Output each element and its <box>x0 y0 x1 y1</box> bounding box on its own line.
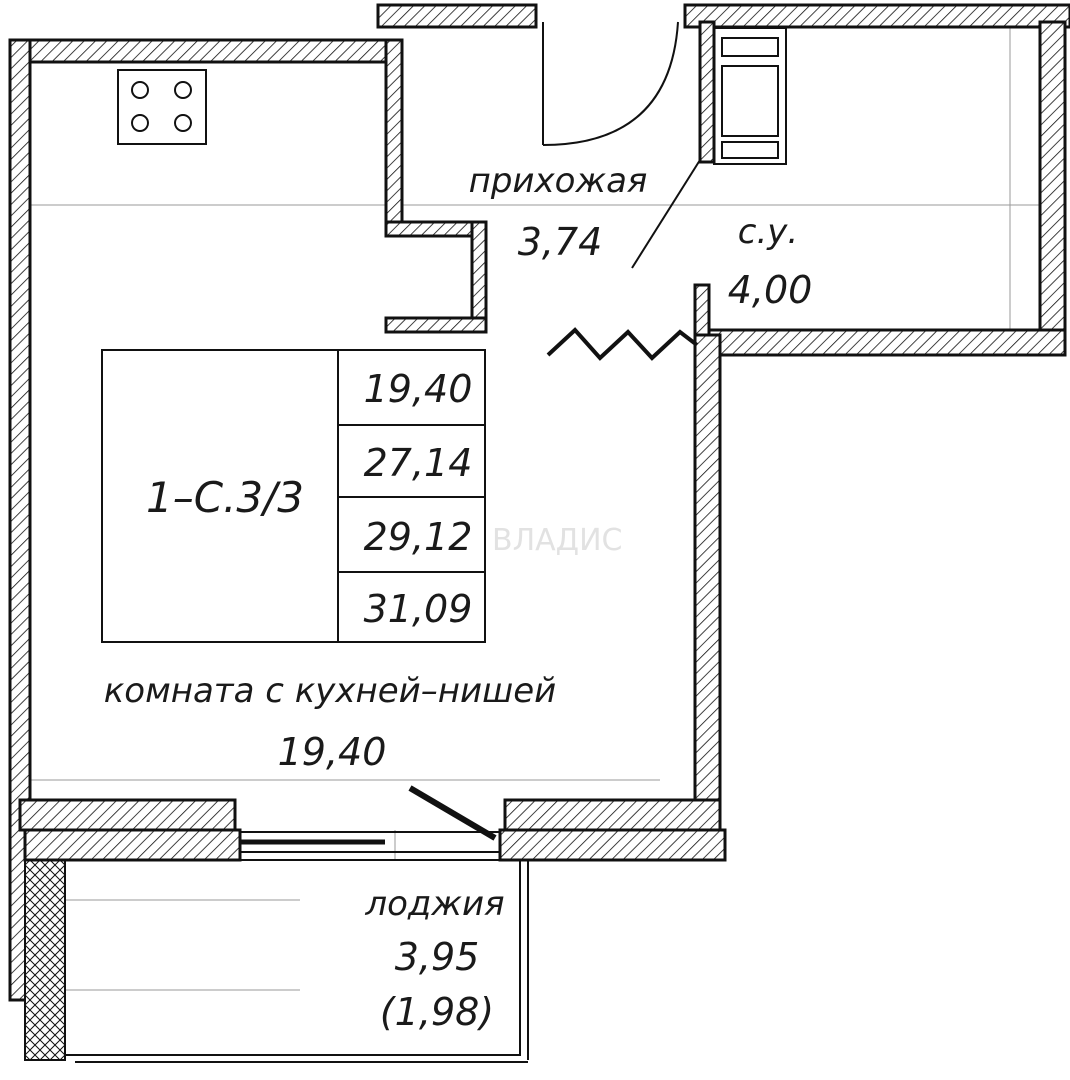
loggia-area: 3,95 <box>395 935 480 979</box>
walls <box>8 3 1070 1063</box>
summary-value-4: 31,09 <box>364 587 473 631</box>
apartment-code: 1–С.3/3 <box>146 473 304 522</box>
cooktop <box>117 69 207 145</box>
bathroom-name: с.у. <box>738 212 798 252</box>
watermark: ВЛАДИС <box>492 523 623 558</box>
entry-door <box>542 21 679 146</box>
hallway-name: прихожая <box>469 161 648 201</box>
leader-line <box>631 159 701 269</box>
living-room-name: комната с кухней–нишей <box>104 671 556 711</box>
loggia-area-reduced: (1,98) <box>380 990 494 1034</box>
summary-value-2: 27,14 <box>364 441 473 485</box>
guide-lines <box>10 10 1065 991</box>
summary-value-3: 29,12 <box>364 515 473 559</box>
balcony-door <box>240 785 500 853</box>
bathroom-area: 4,00 <box>728 268 813 312</box>
area-summary-table: 1–С.3/3 19,40 27,14 29,12 31,09 <box>101 349 486 643</box>
hallway-area: 3,74 <box>518 220 603 264</box>
loggia-name: лоджия <box>364 884 504 924</box>
summary-value-1: 19,40 <box>364 367 473 411</box>
break-line <box>546 327 699 361</box>
shower-cabin <box>713 27 787 165</box>
living-room-area: 19,40 <box>278 730 387 774</box>
